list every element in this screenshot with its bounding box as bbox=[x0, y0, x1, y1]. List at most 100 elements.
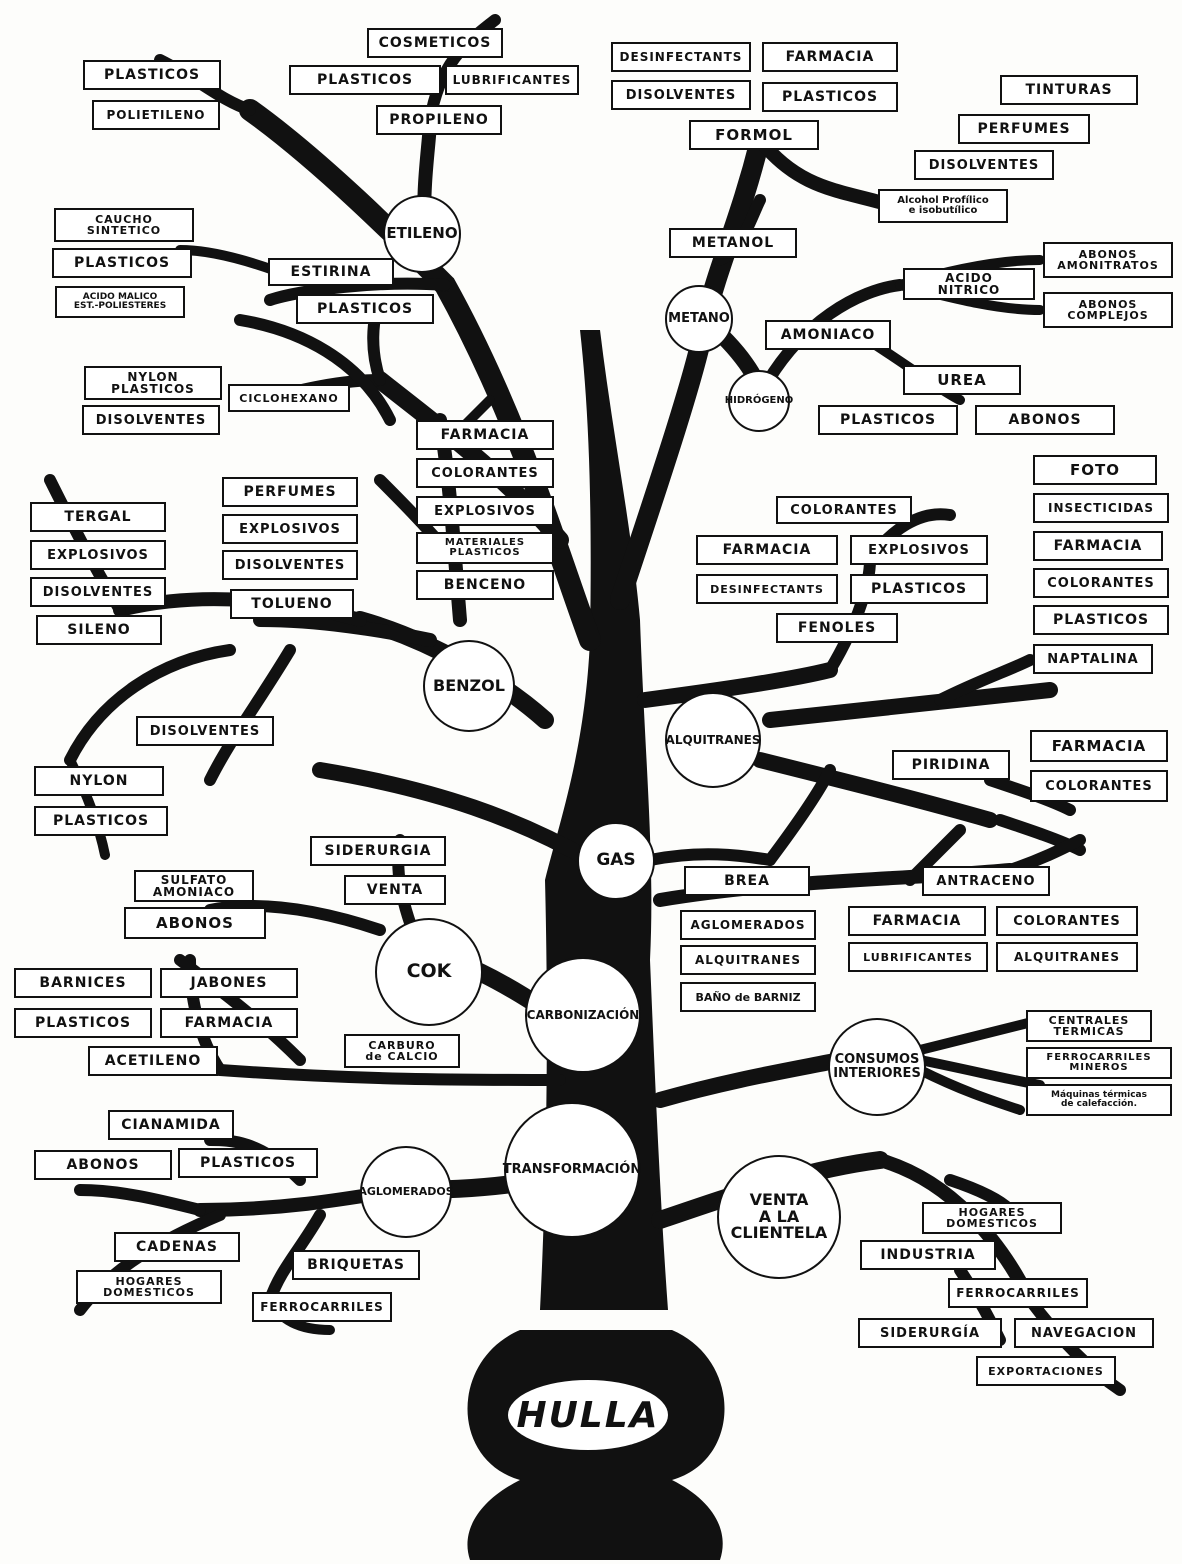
label-farmacia: FARMACIA bbox=[1033, 531, 1163, 561]
label-caucho: CAUCHO SINTETICO bbox=[54, 208, 194, 242]
label-abonos: ABONOS bbox=[34, 1150, 172, 1180]
label-benceno: BENCENO bbox=[416, 570, 554, 600]
label-desinfectants: DESINFECTANTS bbox=[696, 574, 838, 604]
label-disolventes: DISOLVENTES bbox=[82, 405, 220, 435]
label-abonos: ABONOS bbox=[975, 405, 1115, 435]
label-sulfato-amoniaco: SULFATO AMONIACO bbox=[134, 870, 254, 902]
label-colorantes: COLORANTES bbox=[416, 458, 554, 488]
label-jabones: JABONES bbox=[160, 968, 298, 998]
label-fenoles: FENOLES bbox=[776, 613, 898, 643]
label-alquitranes: ALQUITRANES bbox=[680, 945, 816, 975]
label-polietileno: POLIETILENO bbox=[92, 100, 220, 130]
node-gas: GAS bbox=[577, 822, 655, 900]
label-venta: VENTA bbox=[344, 875, 446, 905]
label-ferrocarriles: FERROCARRILES bbox=[252, 1292, 392, 1322]
label-hogares-domesticos: HOGARES DOMESTICOS bbox=[76, 1270, 222, 1304]
label-propileno: PROPILENO bbox=[376, 105, 502, 135]
label-abonos-complejos: ABONOS COMPLEJOS bbox=[1043, 292, 1173, 328]
label-centrales-termicas: CENTRALES TERMICAS bbox=[1026, 1010, 1152, 1042]
label-perfumes: PERFUMES bbox=[958, 114, 1090, 144]
label-farmacia: FARMACIA bbox=[160, 1008, 298, 1038]
node-venta: VENTA A LA CLIENTELA bbox=[717, 1155, 841, 1279]
label-urea: UREA bbox=[903, 365, 1021, 395]
label-plasticos: PLASTICOS bbox=[178, 1148, 318, 1178]
label-tinturas: TINTURAS bbox=[1000, 75, 1138, 105]
label-disolventes: DISOLVENTES bbox=[222, 550, 358, 580]
label-estirina: ESTIRINA bbox=[268, 258, 394, 286]
node-transformacion: TRANSFORMACIÓN bbox=[503, 1102, 641, 1238]
label-hogares-domesticos: HOGARES DOMESTICOS bbox=[922, 1202, 1062, 1234]
label-ferrocarriles: FERROCARRILES bbox=[948, 1278, 1088, 1308]
label-abonos-amonitratos: ABONOS AMONITRATOS bbox=[1043, 242, 1173, 278]
root-label: HULLA bbox=[508, 1380, 668, 1450]
label-acido-nitrico: ACIDO NITRICO bbox=[903, 268, 1035, 300]
label-farmacia: FARMACIA bbox=[1030, 730, 1168, 762]
label-acido-malico: ACIDO MALICO EST.-POLIESTERES bbox=[55, 286, 185, 318]
label-explosivos: EXPLOSIVOS bbox=[222, 514, 358, 544]
node-consumos: CONSUMOS INTERIORES bbox=[828, 1018, 926, 1116]
node-aglomerados: AGLOMERADOS bbox=[358, 1146, 454, 1238]
label-explosivos: EXPLOSIVOS bbox=[30, 540, 166, 570]
node-carbonizacion: CARBONIZACIÓN bbox=[525, 957, 641, 1073]
node-hidrogeno: HIDRÓGENO bbox=[725, 370, 793, 432]
label-disolventes: DISOLVENTES bbox=[136, 716, 274, 746]
label-desinfectants: DESINFECTANTS bbox=[611, 42, 751, 72]
label-tergal: TERGAL bbox=[30, 502, 166, 532]
label-lubrificantes: LUBRIFICANTES bbox=[848, 942, 988, 972]
node-etileno: ETILENO bbox=[383, 195, 461, 273]
label-naptalina: NAPTALINA bbox=[1033, 644, 1153, 674]
node-alquitranes: ALQUITRANES bbox=[665, 692, 761, 788]
label-farmacia: FARMACIA bbox=[762, 42, 898, 72]
label-sileno: SILENO bbox=[36, 615, 162, 645]
label-metanol: METANOL bbox=[669, 228, 797, 258]
label-ferrocarriles-mineros: FERROCARRILES MINEROS bbox=[1026, 1047, 1172, 1079]
label-disolventes: DISOLVENTES bbox=[30, 577, 166, 607]
label-insecticidas: INSECTICIDAS bbox=[1033, 493, 1169, 523]
label-plasticos: PLASTICOS bbox=[762, 82, 898, 112]
label-nylon-plasticos: NYLON PLASTICOS bbox=[84, 366, 222, 400]
label-explosivos: EXPLOSIVOS bbox=[850, 535, 988, 565]
label-perfumes: PERFUMES bbox=[222, 477, 358, 507]
label-nylon: NYLON bbox=[34, 766, 164, 796]
label-formol: FORMOL bbox=[689, 120, 819, 150]
label-disolventes: DISOLVENTES bbox=[611, 80, 751, 110]
label-cianamida: CIANAMIDA bbox=[108, 1110, 234, 1140]
label-cadenas: CADENAS bbox=[114, 1232, 240, 1262]
node-benzol: BENZOL bbox=[423, 640, 515, 732]
label-industria: INDUSTRIA bbox=[860, 1240, 996, 1270]
label-carburo: CARBURO de CALCIO bbox=[344, 1034, 460, 1068]
label-plasticos: PLASTICOS bbox=[34, 806, 168, 836]
label-farmacia: FARMACIA bbox=[416, 420, 554, 450]
label-materiales-plasticos: MATERIALES PLASTICOS bbox=[416, 532, 554, 564]
label-amoniaco: AMONIACO bbox=[765, 320, 891, 350]
label-cosmeticos: COSMETICOS bbox=[367, 28, 503, 58]
label-plasticos: PLASTICOS bbox=[296, 294, 434, 324]
label-plasticos: PLASTICOS bbox=[818, 405, 958, 435]
node-cok: COK bbox=[375, 918, 483, 1026]
label-colorantes: COLORANTES bbox=[996, 906, 1138, 936]
node-metano: METANO bbox=[665, 285, 733, 353]
label-farmacia: FARMACIA bbox=[696, 535, 838, 565]
label-plasticos: PLASTICOS bbox=[289, 65, 441, 95]
label-plasticos: PLASTICOS bbox=[1033, 605, 1169, 635]
label-antraceno: ANTRACENO bbox=[922, 866, 1050, 896]
label-aglomerados: AGLOMERADOS bbox=[680, 910, 816, 940]
label-ciclohexano: CICLOHEXANO bbox=[228, 384, 350, 412]
label-briquetas: BRIQUETAS bbox=[292, 1250, 420, 1280]
label-siderurgia: SIDERURGIA bbox=[310, 836, 446, 866]
label-brea: BREA bbox=[684, 866, 810, 896]
label-exportaciones: EXPORTACIONES bbox=[976, 1356, 1116, 1386]
label-colorantes: COLORANTES bbox=[776, 496, 912, 524]
label-farmacia: FARMACIA bbox=[848, 906, 986, 936]
label-explosivos: EXPLOSIVOS bbox=[416, 496, 554, 526]
label-colorantes: COLORANTES bbox=[1033, 568, 1169, 598]
label-colorantes: COLORANTES bbox=[1030, 770, 1168, 802]
label-disolventes: DISOLVENTES bbox=[914, 150, 1054, 180]
label-plasticos: PLASTICOS bbox=[850, 574, 988, 604]
label-alcohol: Alcohol Profílico e isobutílico bbox=[878, 189, 1008, 223]
label-navegacion: NAVEGACION bbox=[1014, 1318, 1154, 1348]
label-foto: FOTO bbox=[1033, 455, 1157, 485]
label-siderurgia: SIDERURGÍA bbox=[858, 1318, 1002, 1348]
label-alquitranes: ALQUITRANES bbox=[996, 942, 1138, 972]
